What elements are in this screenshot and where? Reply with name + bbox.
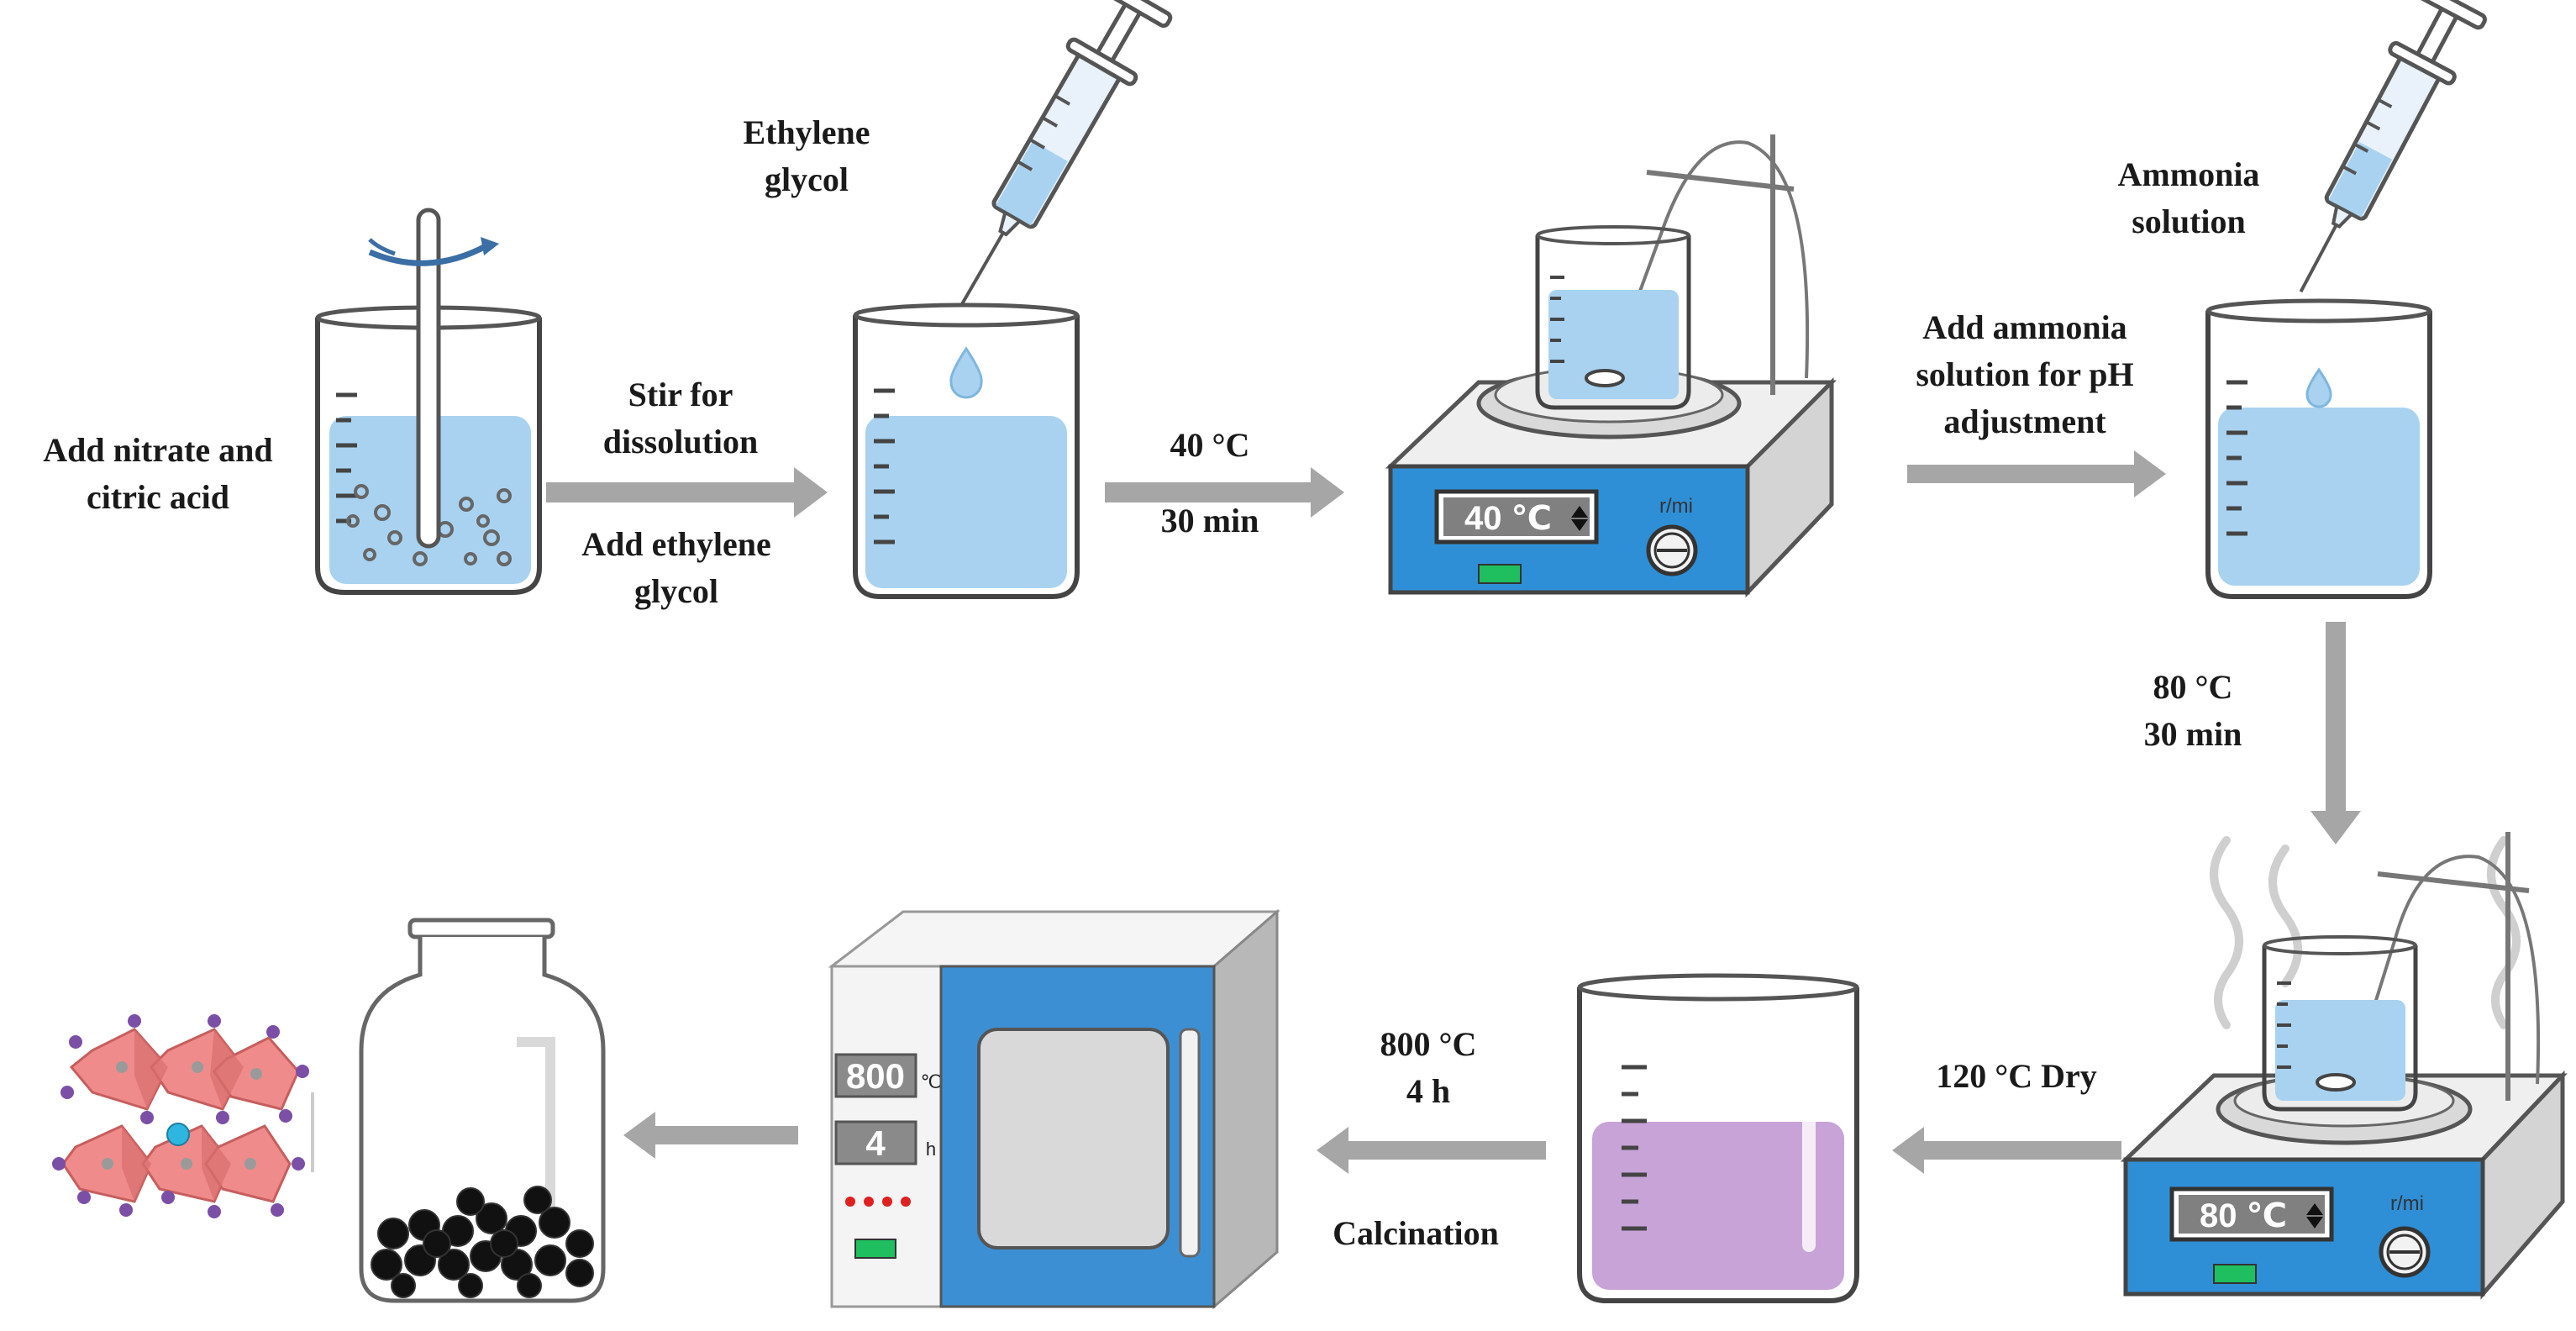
arrow-7 bbox=[623, 1112, 798, 1159]
step-label-add-glycol-line1: Add ethylene bbox=[581, 525, 771, 563]
syringe-label-ammonia: Ammonia solution bbox=[2084, 151, 2294, 245]
step-label-stir: Stir for dissolution bbox=[555, 371, 807, 466]
magnetic-stirrer-80: 80 ℃ r/mi bbox=[2120, 832, 2568, 1300]
step-label-add-ammonia-line2: solution for pH bbox=[1916, 355, 2134, 393]
arrow-4-down bbox=[2311, 622, 2361, 844]
step-label-add-nitrate-line1: Add nitrate and bbox=[43, 431, 273, 469]
beaker-ethylene-glycol bbox=[853, 302, 1080, 599]
furnace-time-unit: h bbox=[926, 1139, 936, 1160]
syringe-label-ammonia-line2: solution bbox=[2132, 203, 2246, 240]
furnace-temp-display: 800 bbox=[846, 1056, 905, 1096]
stirrer2-dial-label: r/mi bbox=[2390, 1192, 2424, 1215]
arrow-1 bbox=[546, 467, 828, 518]
arrow-5 bbox=[1892, 1127, 2121, 1174]
step-label-80c: 80 °C 30 min bbox=[2117, 664, 2268, 758]
step-label-800c: 800 °C 4 h bbox=[1336, 1021, 1521, 1115]
step-label-40c: 40 °C 30 min bbox=[1126, 420, 1294, 546]
product-jar bbox=[359, 918, 606, 1303]
step-label-add-ammonia: Add ammonia solution for pH adjustment bbox=[1874, 304, 2176, 445]
step-label-add-nitrate-line2: citric acid bbox=[87, 478, 229, 516]
arrow-2 bbox=[1105, 467, 1344, 518]
step-label-calcination-line1: Calcination bbox=[1333, 1214, 1499, 1252]
syringe-ammonia bbox=[2299, 0, 2487, 293]
step-label-dry: 120 °C Dry bbox=[1890, 1053, 2142, 1100]
stirrer2-display: 80 ℃ bbox=[2200, 1197, 2287, 1234]
step-label-dry-line1: 120 °C Dry bbox=[1936, 1057, 2097, 1095]
step-label-add-glycol: Add ethylene glycol bbox=[538, 521, 815, 615]
step-label-80c-temp: 80 °C bbox=[2153, 668, 2233, 706]
step-label-add-nitrate: Add nitrate and citric acid bbox=[15, 427, 301, 521]
syringe-label-ethylene-glycol-line2: glycol bbox=[765, 160, 849, 198]
step-label-stir-line1: Stir for bbox=[628, 376, 733, 413]
step-label-40c-time: 30 min bbox=[1160, 502, 1259, 539]
perovskite-structure-icon bbox=[52, 1014, 309, 1218]
furnace-time-display: 4 bbox=[865, 1123, 886, 1163]
syringe-label-ammonia-line1: Ammonia bbox=[2117, 155, 2260, 193]
step-label-stir-line2: dissolution bbox=[602, 423, 759, 460]
arrow-6 bbox=[1317, 1127, 1546, 1174]
furnace-temp-unit: ℃ bbox=[921, 1071, 942, 1092]
stirrer1-dial-label: r/mi bbox=[1659, 495, 1693, 518]
arrow-3 bbox=[1907, 450, 2166, 497]
process-arrows bbox=[546, 450, 2361, 1174]
step-label-40c-temp: 40 °C bbox=[1170, 426, 1250, 464]
step-label-calcination: Calcination bbox=[1306, 1210, 1525, 1257]
syringe-label-ethylene-glycol-line1: Ethylene bbox=[743, 113, 870, 151]
step-label-800c-time: 4 h bbox=[1406, 1072, 1451, 1110]
beaker-nitrate bbox=[315, 208, 542, 595]
step-label-80c-time: 30 min bbox=[2143, 715, 2242, 753]
step-label-800c-temp: 800 °C bbox=[1380, 1025, 1477, 1063]
steam-icon bbox=[2210, 836, 2521, 1029]
beaker-ammonia bbox=[2205, 298, 2432, 599]
indicator-lights bbox=[845, 1197, 911, 1207]
step-label-add-glycol-line2: glycol bbox=[634, 572, 718, 610]
syringe-ethylene-glycol bbox=[960, 0, 1173, 305]
step-label-add-ammonia-line3: adjustment bbox=[1943, 402, 2106, 440]
step-label-add-ammonia-line1: Add ammonia bbox=[1922, 308, 2127, 346]
stirrer1-display: 40 ℃ bbox=[1464, 500, 1552, 537]
beaker-gel bbox=[1577, 973, 1859, 1303]
muffle-furnace: 800 ℃ 4 h bbox=[828, 908, 1281, 1310]
black-particles bbox=[371, 1186, 594, 1298]
magnetic-stirrer-40: 40 ℃ r/mi bbox=[1385, 134, 1837, 598]
syringe-label-ethylene-glycol: Ethylene glycol bbox=[689, 109, 924, 203]
